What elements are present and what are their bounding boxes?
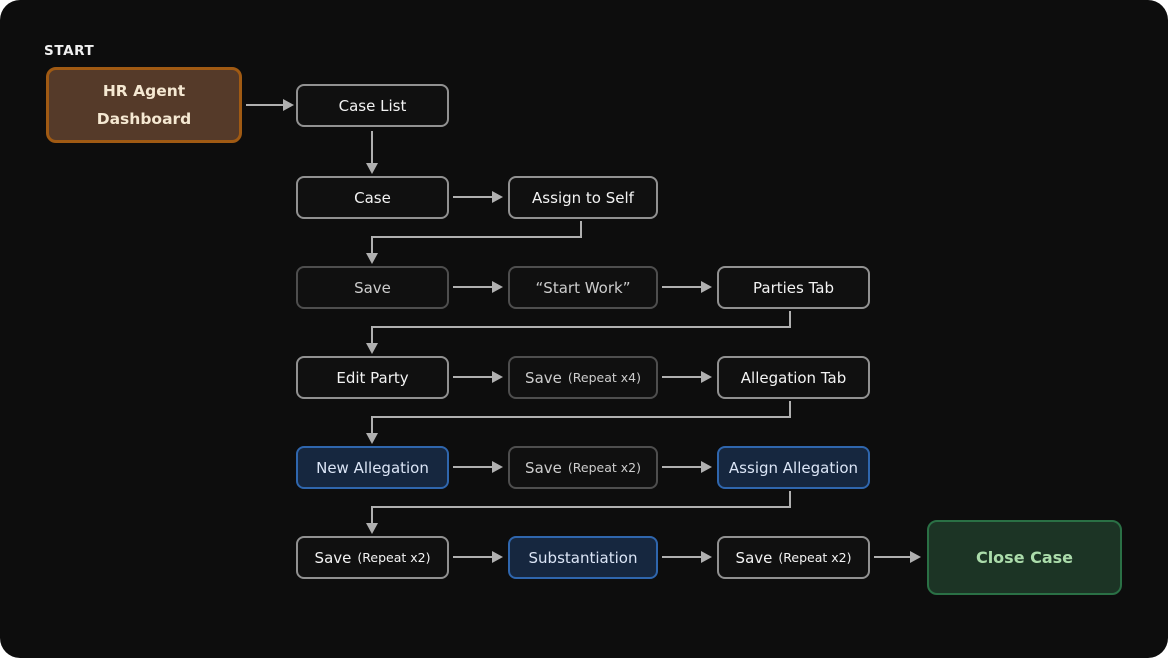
node-label: Edit Party [336, 368, 409, 387]
connector-parties-to-editparty [371, 311, 791, 343]
node-label-suffix: (Repeat x2) [357, 550, 431, 565]
start-label: START [44, 43, 95, 59]
arrowheads [283, 99, 921, 563]
node-label-suffix: (Repeat x4) [567, 370, 641, 385]
node-parties-tab: Parties Tab [717, 266, 870, 309]
node-assign-allegation: Assign Allegation [717, 446, 870, 489]
node-label: Save [525, 458, 562, 477]
node-save: Save [296, 266, 449, 309]
node-label: Case List [338, 96, 407, 115]
node-assign-to-self: Assign to Self [508, 176, 658, 219]
node-new-allegation: New Allegation [296, 446, 449, 489]
node-case: Case [296, 176, 449, 219]
node-label: Close Case [975, 548, 1074, 567]
node-label: Save [525, 368, 562, 387]
node-label: HR Agent Dashboard [96, 82, 192, 128]
connector-allegationtab-to-newallegation [371, 401, 791, 433]
node-close-case: Close Case [927, 520, 1122, 595]
node-save-repeat-x4: Save (Repeat x4) [508, 356, 658, 399]
connector-assign-to-save [371, 221, 582, 253]
connector-assignallegation-to-savex2 [371, 491, 791, 523]
node-hr-agent-dashboard: HR Agent Dashboard [46, 67, 242, 143]
node-label-suffix: (Repeat x2) [778, 550, 852, 565]
node-label: Substantiation [528, 548, 638, 567]
node-label: Parties Tab [753, 278, 834, 297]
node-label: Assign to Self [532, 188, 634, 207]
node-label: Allegation Tab [740, 368, 847, 387]
node-label: Case [354, 188, 391, 207]
node-edit-party: Edit Party [296, 356, 449, 399]
node-substantiation: Substantiation [508, 536, 658, 579]
node-start-work: “Start Work” [508, 266, 658, 309]
node-label-suffix: (Repeat x2) [567, 460, 641, 475]
node-label: Save [314, 548, 352, 567]
node-label: Save [354, 278, 391, 297]
node-save-repeat-x2-c: Save (Repeat x2) [717, 536, 870, 579]
node-case-list: Case List [296, 84, 449, 127]
node-save-repeat-x2-b: Save (Repeat x2) [296, 536, 449, 579]
node-label: Assign Allegation [728, 458, 859, 477]
node-label: New Allegation [316, 458, 429, 477]
node-save-repeat-x2-a: Save (Repeat x2) [508, 446, 658, 489]
node-label: “Start Work” [535, 278, 631, 297]
node-allegation-tab: Allegation Tab [717, 356, 870, 399]
node-label: Save [735, 548, 773, 567]
